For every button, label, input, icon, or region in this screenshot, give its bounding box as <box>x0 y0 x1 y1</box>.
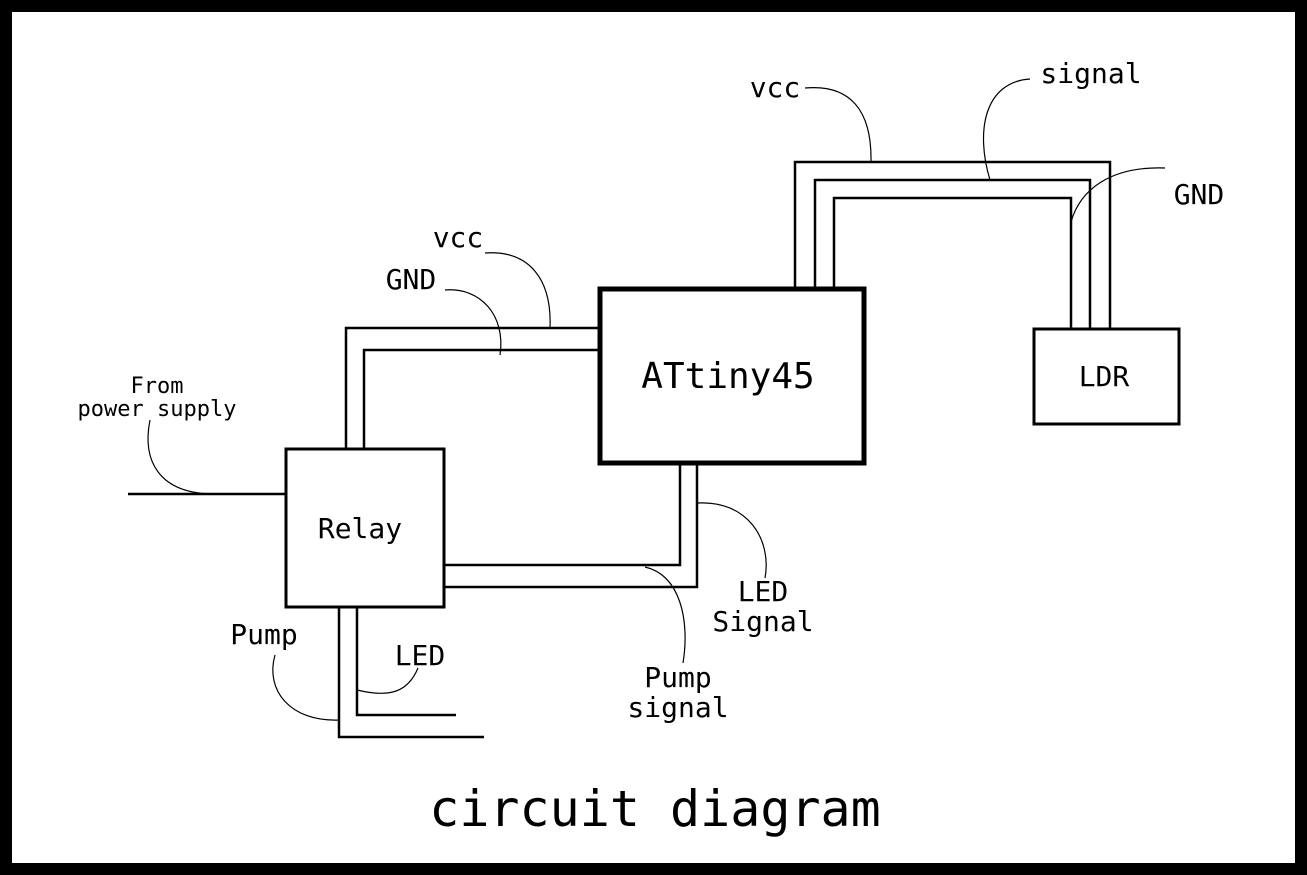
leader-pump-signal <box>644 566 686 664</box>
wire-gnd-mcu-ldr <box>832 196 1073 329</box>
leader-vcc-top <box>804 87 872 163</box>
relay-label: Relay <box>318 512 402 545</box>
label-led-signal-2: Signal <box>712 605 813 638</box>
label-pump-signal-2: signal <box>627 691 728 724</box>
leader-vcc-left <box>484 252 551 329</box>
ldr-box <box>1032 327 1181 426</box>
wire-vcc-relay-mcu <box>344 326 600 449</box>
leader-from-power <box>147 419 216 495</box>
leader-gnd-right <box>1070 167 1166 223</box>
wire-vcc-mcu-ldr <box>793 160 1112 329</box>
label-pump-signal-1: Pump <box>644 661 711 694</box>
wire-signal-mcu-ldr <box>813 178 1092 329</box>
label-signal-top: signal <box>1040 57 1141 90</box>
wire-pump-signal <box>445 464 682 567</box>
ldr-label: LDR <box>1079 360 1130 393</box>
mcu-box <box>597 286 867 466</box>
label-vcc-left: vcc <box>433 221 484 254</box>
label-from-power-1: From <box>131 374 184 399</box>
mcu-label: ATtiny45 <box>641 356 814 397</box>
wire-led-out <box>355 607 456 717</box>
label-vcc-top: vcc <box>750 71 801 104</box>
label-from-power-2: power supply <box>78 397 237 422</box>
leader-led <box>356 667 419 694</box>
wire-pump-out <box>337 607 484 739</box>
leader-led-signal <box>696 502 767 579</box>
label-led-signal-1: LED <box>738 575 789 608</box>
diagram-title: circuit diagram <box>429 780 881 838</box>
label-led: LED <box>395 639 446 672</box>
leader-signal-top <box>982 78 1031 181</box>
label-gnd-right: GND <box>1174 178 1225 211</box>
label-gnd-left: GND <box>386 263 437 296</box>
wire-gnd-relay-mcu <box>362 348 600 449</box>
wire-led-signal <box>445 464 699 589</box>
leader-gnd-left <box>444 289 502 356</box>
leader-pump <box>272 654 340 721</box>
relay-box <box>284 447 446 609</box>
label-pump: Pump <box>230 618 297 651</box>
